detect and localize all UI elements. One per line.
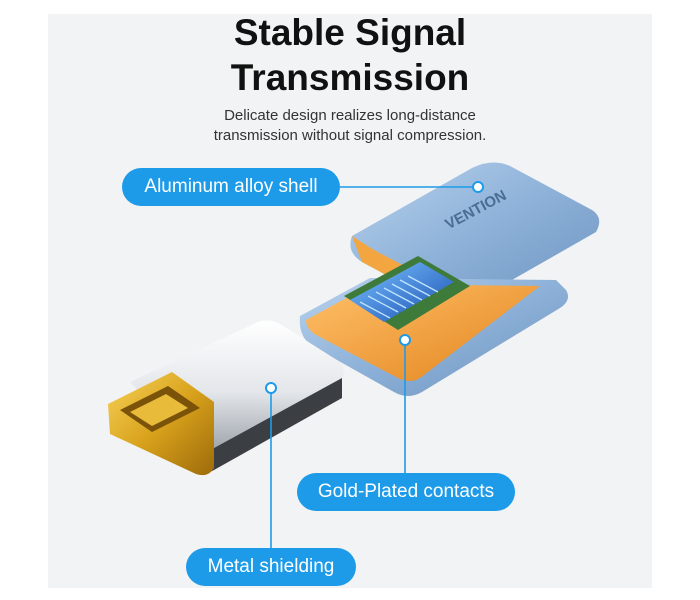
shielding-marker [265, 382, 277, 394]
shell-bottom-body [299, 256, 568, 396]
title-line-2: Transmission [230, 57, 470, 98]
callout-leaders [270, 186, 478, 548]
hdmi-plug [108, 320, 344, 476]
title-line-1: Stable Signal [233, 12, 467, 53]
callout-metal-shielding: Metal shielding [186, 548, 356, 586]
description: Delicate design realizes long-distance t… [0, 106, 700, 146]
contacts-marker [399, 334, 411, 346]
description-line-1: Delicate design realizes long-distance [224, 107, 476, 124]
shell-marker [472, 181, 484, 193]
callout-aluminum-shell: Aluminum alloy shell [122, 168, 340, 206]
callout-dots [265, 181, 484, 394]
page-title: Stable Signal Transmission [0, 10, 700, 100]
callout-gold-contacts: Gold-Plated contacts [297, 473, 515, 511]
description-line-2: transmission without signal compression. [213, 127, 487, 144]
